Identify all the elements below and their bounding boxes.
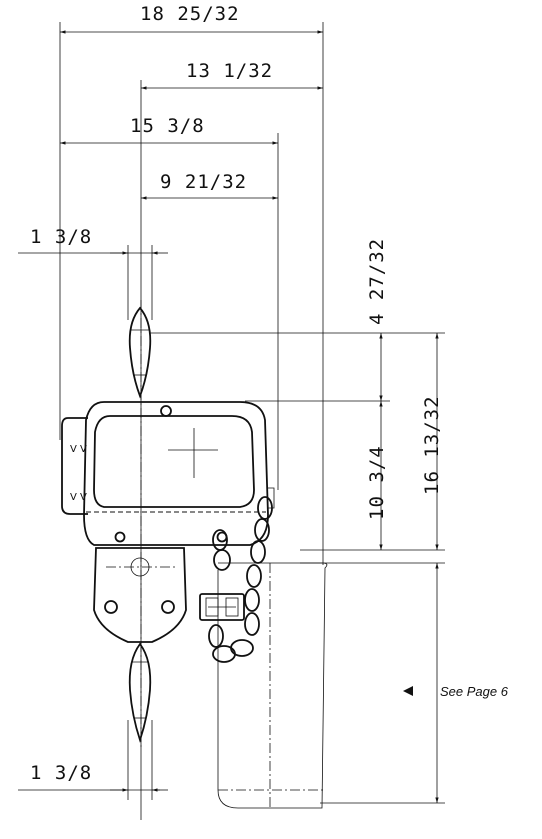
see-page-label: See Page 6	[440, 684, 509, 699]
hoist-width-label: 15 3/8	[130, 115, 205, 137]
right-extent-label: 13 1/32	[186, 60, 273, 82]
load-chain	[199, 496, 273, 663]
extension-lines	[59, 22, 445, 820]
chain-container	[217, 562, 328, 809]
vertical-dimension-lines	[379, 333, 439, 803]
lower-yoke	[93, 547, 187, 643]
dimension-lines	[18, 30, 323, 792]
svg-text:V V: V V	[70, 492, 87, 503]
svg-text:V V: V V	[70, 444, 87, 455]
hoist-body: V V V V	[61, 401, 275, 546]
bottom-hook-width-label: 1 3/8	[30, 762, 92, 784]
headroom-height-label: 16 13/32	[421, 395, 443, 495]
see-page-reference: See Page 6	[403, 684, 509, 699]
bottom-hook	[128, 642, 152, 743]
body-height-label: 10 3/4	[366, 445, 388, 520]
overall-width-label: 18 25/32	[140, 3, 240, 25]
upper-height-label: 4 27/32	[366, 238, 388, 325]
top-hook	[128, 306, 152, 399]
top-hook-width-label: 1 3/8	[30, 226, 92, 248]
left-arrow-icon	[403, 686, 413, 696]
center-to-chain-label: 9 21/32	[160, 171, 247, 193]
